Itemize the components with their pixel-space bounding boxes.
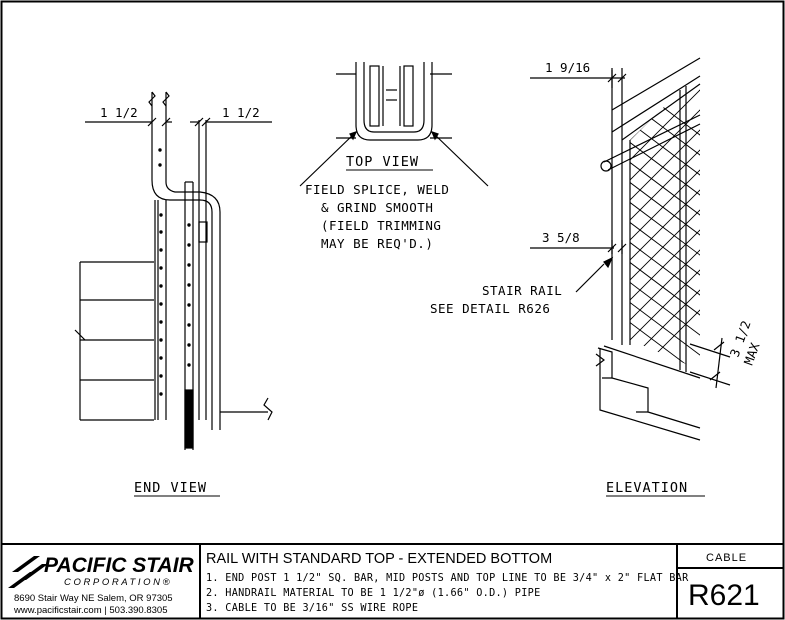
drawing-note-3: 3. CABLE TO BE 3/16" SS WIRE ROPE <box>206 603 418 614</box>
elevation-dim-top: 1 9/16 <box>545 60 590 75</box>
end-view-dim-right: 1 1/2 <box>222 105 260 120</box>
sheet-number: R621 <box>688 579 760 612</box>
company-name: PACIFIC STAIR <box>44 554 195 577</box>
top-view-note-line-4: MAY BE REQ'D.) <box>321 236 433 251</box>
elevation-title: ELEVATION <box>606 480 688 496</box>
top-view-drawing <box>299 62 489 187</box>
drawing-title: RAIL WITH STANDARD TOP - EXTENDED BOTTOM <box>206 551 552 567</box>
title-block-frame <box>1 543 784 619</box>
top-view-title: TOP VIEW <box>346 154 419 170</box>
drawing-note-2: 2. HANDRAIL MATERIAL TO BE 1 1/2"ø (1.66… <box>206 588 541 599</box>
top-view-note-line-2: & GRIND SMOOTH <box>321 200 433 215</box>
top-view-note-line-1: FIELD SPLICE, WELD <box>305 182 449 197</box>
elevation-dim-mid: 3 5/8 <box>542 230 580 245</box>
drawing-note-1: 1. END POST 1 1/2" SQ. BAR, MID POSTS AN… <box>206 573 689 584</box>
drawing-category: CABLE <box>706 552 747 564</box>
elevation-dim-max-label: MAX <box>741 340 763 367</box>
end-view-title: END VIEW <box>134 480 207 496</box>
company-address: 8690 Stair Way NE Salem, OR 97305 <box>14 593 173 604</box>
end-view-dim-left: 1 1/2 <box>100 105 138 120</box>
stair-rail-note-line-1: STAIR RAIL <box>482 283 562 298</box>
elevation-cable-mesh <box>630 72 700 370</box>
company-subtitle: CORPORATION® <box>64 577 172 588</box>
stair-rail-note-line-2: SEE DETAIL R626 <box>430 301 550 316</box>
top-view-note-line-3: (FIELD TRIMMING <box>321 218 441 233</box>
company-contact: www.pacificstair.com | 503.390.8305 <box>13 605 168 616</box>
company-logo-icon <box>8 556 48 588</box>
end-view-drawing <box>74 91 273 450</box>
elevation-drawing <box>530 57 731 441</box>
end-view-post-holes <box>158 148 191 396</box>
